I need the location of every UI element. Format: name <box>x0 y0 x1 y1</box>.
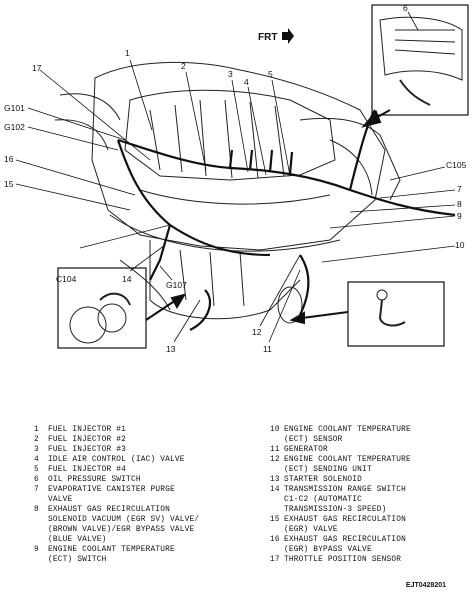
callout-11: 11 <box>263 344 272 354</box>
callout-7: 7 <box>457 184 462 194</box>
callout-g101: G101 <box>4 103 25 113</box>
callout-10: 10 <box>455 240 465 250</box>
inset-transmission-range-switch <box>57 267 147 349</box>
inset-transmission-range-switch-drawing <box>69 292 131 344</box>
callout-5: 5 <box>268 69 273 79</box>
callout-14: 14 <box>122 274 132 284</box>
inset-oil-pressure-switch-drawing <box>379 16 463 106</box>
callout-9: 9 <box>457 211 462 221</box>
front-arrow-icon <box>282 28 294 44</box>
callout-13: 13 <box>166 344 176 354</box>
callout-8: 8 <box>457 199 462 209</box>
callout-c105: C105 <box>446 160 467 170</box>
callout-g102: G102 <box>4 122 25 132</box>
callout-12: 12 <box>252 327 262 337</box>
reference-code: EJT0428201 <box>405 582 446 589</box>
callout-17: 17 <box>32 63 42 73</box>
inset-ect-sensor <box>347 281 445 347</box>
callout-3: 3 <box>228 69 233 79</box>
callout-g107: G107 <box>166 280 187 290</box>
engine-drawing <box>54 61 401 324</box>
callout-15: 15 <box>4 179 14 189</box>
leader-lines <box>15 11 456 343</box>
callout-2: 2 <box>181 61 186 71</box>
wire-harness <box>116 109 456 331</box>
direction-label: FRT <box>258 32 277 43</box>
callout-4: 4 <box>244 77 249 87</box>
inset-pointer-arrows <box>145 109 391 325</box>
engine-harness-diagram: FRT 1 2 3 4 5 6 7 8 9 10 11 12 13 14 15 … <box>4 3 469 354</box>
inset-ect-sensor-drawing <box>376 289 406 327</box>
callout-1: 1 <box>125 48 130 58</box>
callout-c104: C104 <box>56 274 77 284</box>
inset-oil-pressure-switch <box>371 4 469 116</box>
callout-6: 6 <box>403 3 408 13</box>
callout-16: 16 <box>4 154 14 164</box>
